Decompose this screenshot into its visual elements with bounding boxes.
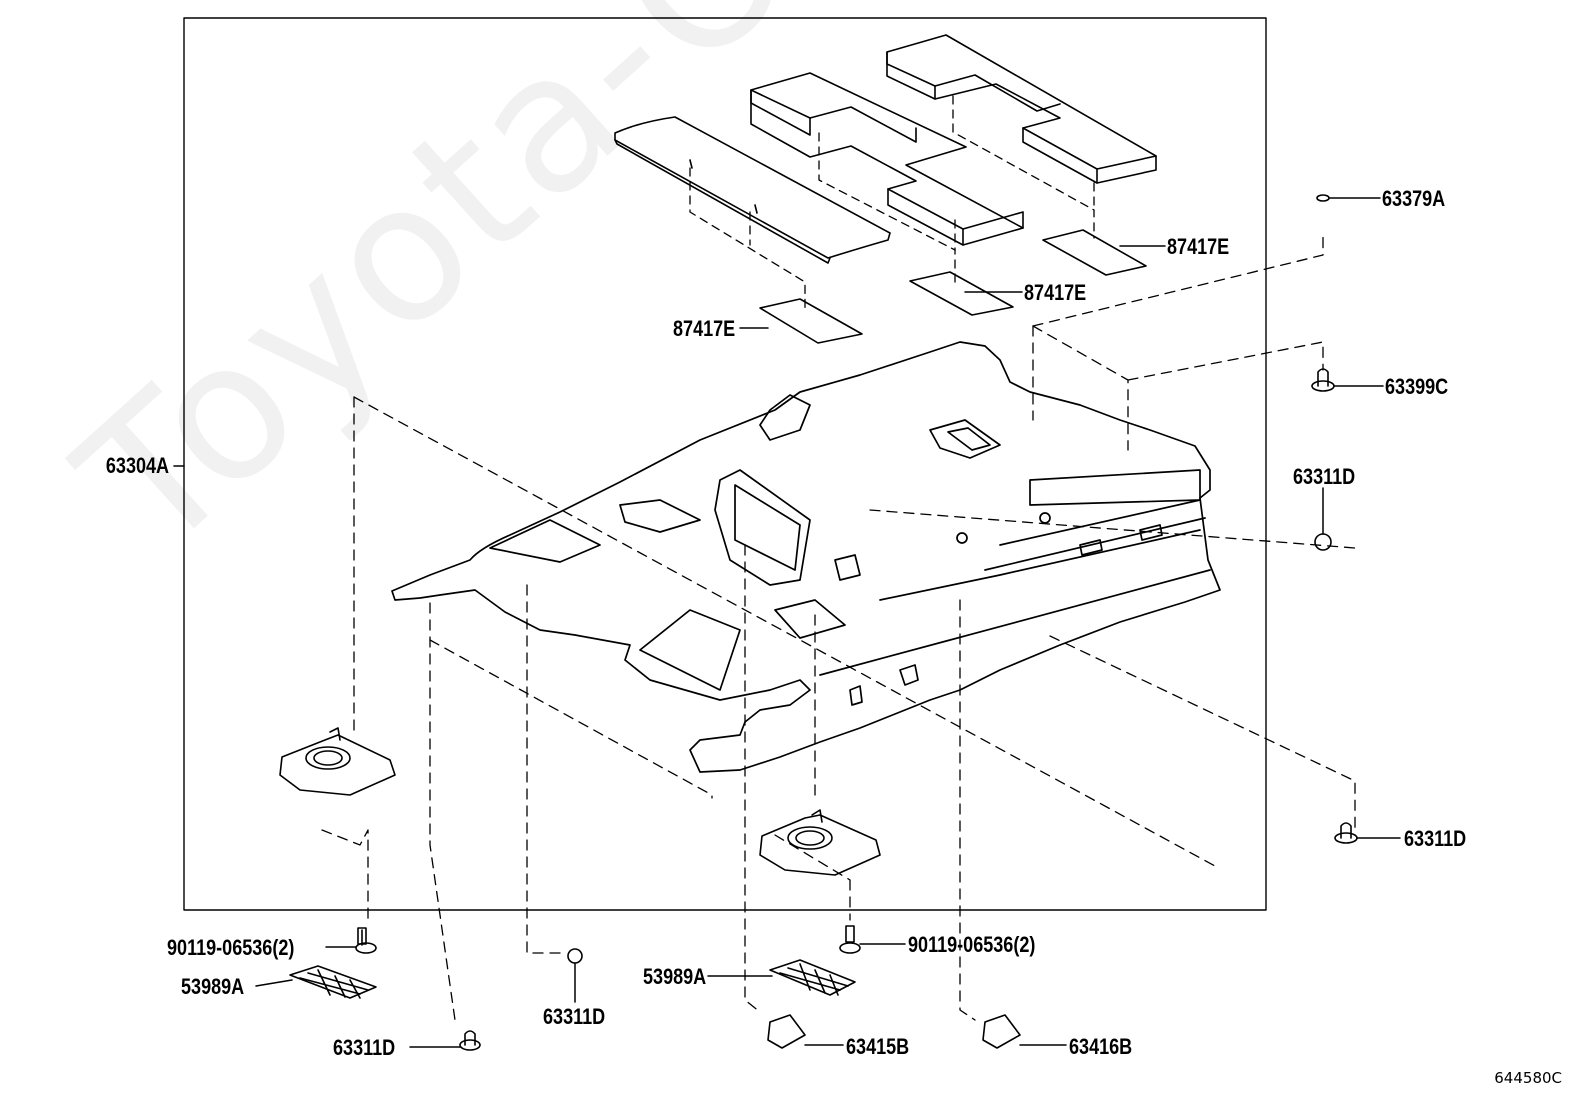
sound-pad-middle xyxy=(750,72,1024,246)
callout-63311D-bottom-left: 63311D xyxy=(333,1035,396,1060)
lamp-right xyxy=(982,1014,1021,1049)
flat-pad-right xyxy=(1042,229,1147,276)
callout-63416B: 63416B xyxy=(1069,1034,1133,1059)
clip-63311D-right-mid xyxy=(1314,533,1332,551)
clip-63399C xyxy=(1311,368,1335,392)
sound-pad-left xyxy=(614,116,891,264)
grille-left xyxy=(289,965,377,999)
callout-63311D-right-low: 63311D xyxy=(1404,826,1467,851)
speaker-bracket-middle xyxy=(759,809,881,876)
figure-id: 644580C xyxy=(1494,1069,1562,1087)
callout-53989A-middle: 53989A xyxy=(643,964,707,989)
callout-87417E-right: 87417E xyxy=(1167,234,1230,259)
callout-87417E-middle: 87417E xyxy=(1024,280,1087,305)
lamp-left xyxy=(767,1014,806,1049)
assembly-guide-lines xyxy=(321,232,1356,1021)
overhead-console-opening xyxy=(714,469,811,586)
sound-pad-right xyxy=(886,34,1157,184)
callout-63311D-bottom-mid: 63311D xyxy=(543,1004,606,1029)
callout-90119-middle: 90119-06536(2) xyxy=(908,932,1036,957)
leader-lines xyxy=(255,197,1401,1048)
clip-63311D-bottom-mid xyxy=(567,948,583,964)
headliner-body xyxy=(391,341,1221,773)
callout-87417E-left: 87417E xyxy=(673,316,736,341)
speaker-bracket-left xyxy=(279,727,396,796)
callout-90119-left: 90119-06536(2) xyxy=(167,935,295,960)
clip-63311D-right-low xyxy=(1334,822,1358,844)
callout-63399C: 63399C xyxy=(1385,374,1449,399)
callout-63304A: 63304A xyxy=(105,453,169,478)
flat-pad-left xyxy=(759,298,863,344)
pad-guide-lines xyxy=(689,95,1095,311)
flat-pad-middle xyxy=(909,271,1014,316)
clip-63311D-bottom-left xyxy=(459,1030,481,1051)
callout-63311D-right-mid: 63311D xyxy=(1293,464,1356,489)
bolt-left xyxy=(355,927,377,954)
callout-63415B: 63415B xyxy=(846,1034,910,1059)
assembly-frame xyxy=(183,17,1267,911)
callout-53989A-left: 53989A xyxy=(181,974,245,999)
bolt-middle xyxy=(839,925,861,954)
grille-middle xyxy=(769,959,856,996)
callout-63379A: 63379A xyxy=(1382,186,1446,211)
clip-63379A xyxy=(1316,194,1330,202)
